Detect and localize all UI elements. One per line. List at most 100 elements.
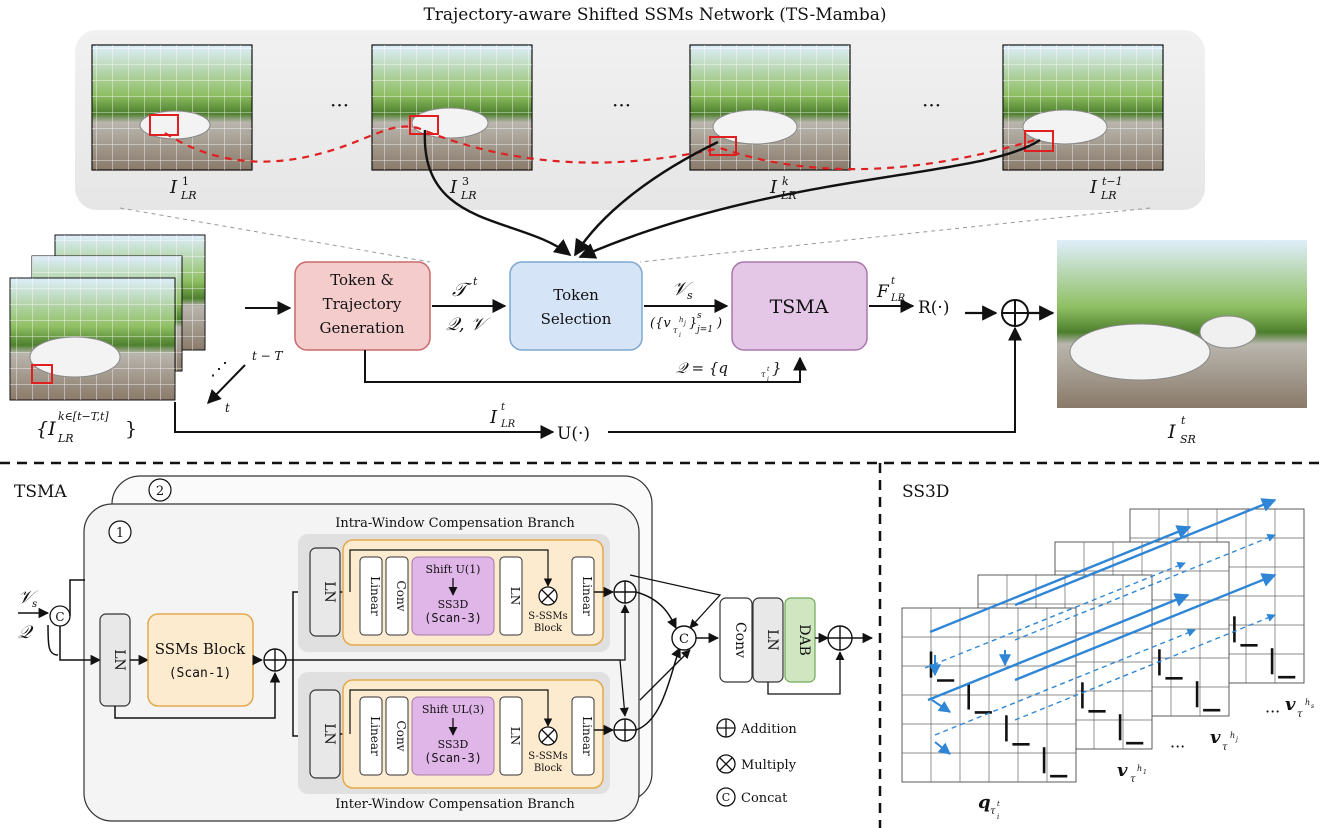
svg-text:1: 1 [116, 526, 124, 541]
ss3d-q-label: q τ i t [978, 792, 1000, 821]
ss3d-scan-arrow [1014, 533, 1276, 641]
svg-text:k: k [782, 175, 789, 188]
ss3d-scan-arrow [934, 628, 1196, 736]
frame-to-selection-arrow [573, 140, 719, 257]
ss3d-ellipsis-2: ··· [1265, 702, 1280, 721]
frame-to-selection-arrow [423, 129, 572, 257]
svg-text:I: I [489, 407, 498, 428]
u-to-add-arrow [608, 326, 1022, 433]
tsma-block-label: TSMA [770, 296, 829, 318]
ssms-block-label: SSMs Block [155, 640, 246, 658]
intra-to-concat-arrow [635, 591, 677, 629]
legend-multiply: Multiply [716, 754, 797, 774]
svg-text:t: t [891, 276, 896, 287]
frame-label-1: I 1 LR [169, 175, 197, 202]
svg-text:1: 1 [1143, 769, 1147, 776]
token-sel-line-2: Selection [541, 310, 612, 328]
svg-text:Multiply: Multiply [741, 758, 797, 773]
token-box [149, 114, 179, 136]
inter-ln-inner [499, 696, 523, 776]
dab-block [784, 597, 816, 683]
svg-text:τ: τ [1222, 742, 1228, 753]
intra-branch-title: Intra-Window Compensation Branch [335, 516, 575, 531]
figure-title: Trajectory-aware Shifted SSMs Network (T… [423, 5, 886, 25]
edge-label-vset: ({v τ h j i } s j=1 ) [650, 311, 722, 339]
svg-text:I: I [169, 177, 178, 198]
svg-text:h: h [1230, 731, 1235, 740]
ss3d-scan-arrow [1014, 498, 1277, 607]
ss3d-section-title: SS3D [902, 482, 949, 502]
svg-text:C: C [679, 632, 689, 647]
inter-s-ssms-label-1: S-SSMs [528, 751, 568, 762]
frame-k [689, 44, 851, 171]
scan-1-label: (Scan-1) [169, 666, 232, 681]
input-frame-stack [9, 234, 206, 401]
ss3d-scan-arrow [927, 593, 1190, 702]
residual-arrow-1 [114, 671, 281, 719]
svg-text:t: t [767, 366, 770, 373]
inter-linear-1 [359, 696, 383, 776]
ss3d-scan-arrow [929, 525, 1192, 634]
inter-linear-1-label: Linear [368, 716, 382, 756]
svg-text:j: j [1234, 736, 1238, 743]
svg-text:k∈[t−T,t]: k∈[t−T,t] [58, 410, 109, 423]
frame-1 [91, 44, 253, 171]
ss3d-scan-arrow [924, 561, 1186, 669]
axis-t: t [225, 401, 230, 415]
svg-text:Concat: Concat [741, 791, 788, 806]
dab-label: DAB [796, 624, 812, 656]
concat-up-line [69, 579, 85, 616]
svg-text:s: s [687, 289, 693, 302]
token-sel-line-1: Token [553, 286, 599, 304]
output-add-op [827, 625, 853, 651]
concat-to-ln-arrow [59, 626, 102, 666]
output-sr-label: I t SR [1167, 414, 1196, 446]
svg-text:I: I [1167, 421, 1176, 443]
output-ln-label: LN [764, 629, 780, 651]
intra-linear-1 [359, 556, 383, 636]
ss3d-scan-arrow [931, 699, 951, 713]
intra-s-ssms-label-1: S-SSMs [528, 611, 568, 622]
svg-text:3: 3 [462, 175, 469, 188]
tsma-section-title: TSMA [14, 482, 67, 502]
inter-ln-label: LN [321, 723, 337, 745]
r-operator: R(·) [918, 298, 949, 318]
time-axis-arrow [207, 364, 246, 405]
frames-ellipsis-3: ··· [922, 93, 941, 117]
frame-label-t-minus-1: I t−1 LR [1089, 175, 1123, 202]
svg-text:LR: LR [1100, 189, 1117, 202]
svg-text:i: i [767, 376, 769, 383]
intra-scan-3-label: (Scan-3) [424, 611, 482, 625]
inter-scan-3-label: (Scan-3) [424, 751, 482, 765]
edge-label-T: 𝒯 t [452, 275, 478, 301]
output-sr-image [1057, 240, 1307, 408]
stack-to-concat-arrow-1 [629, 574, 722, 629]
frames-panel [75, 30, 1205, 210]
svg-text:j=1: j=1 [695, 325, 713, 335]
edge-label-Q: 𝒬 = {q τ i t } [676, 359, 782, 383]
ss3d-scan-arrow [1014, 573, 1277, 682]
stack-number-2: 2 [148, 478, 172, 502]
ss3d-ellipsis-1: ··· [1170, 737, 1185, 756]
svg-text:τ: τ [761, 370, 766, 379]
svg-text:h: h [1137, 764, 1142, 773]
svg-text:C: C [55, 610, 64, 624]
inter-linear-2 [571, 696, 595, 776]
axis-t-minus-T: t − T [252, 349, 284, 363]
ss3d-vs-label: v τ h s [1285, 694, 1314, 720]
edge-label-I-in: I t LR [489, 402, 516, 430]
svg-text:s: s [32, 599, 37, 610]
input-to-u-arrow [174, 402, 555, 439]
intra-ss3d [411, 556, 495, 636]
svg-text:1: 1 [182, 175, 189, 188]
svg-text:Addition: Addition [740, 722, 797, 737]
svg-text:s: s [697, 311, 702, 321]
svg-text:): ) [716, 316, 722, 331]
svg-text:h: h [1305, 698, 1310, 707]
inter-multiply-op [538, 726, 558, 746]
residual-to-inter-add [293, 659, 629, 717]
shift-ul3-label: Shift UL(3) [422, 703, 484, 716]
svg-text:LR: LR [890, 293, 906, 304]
